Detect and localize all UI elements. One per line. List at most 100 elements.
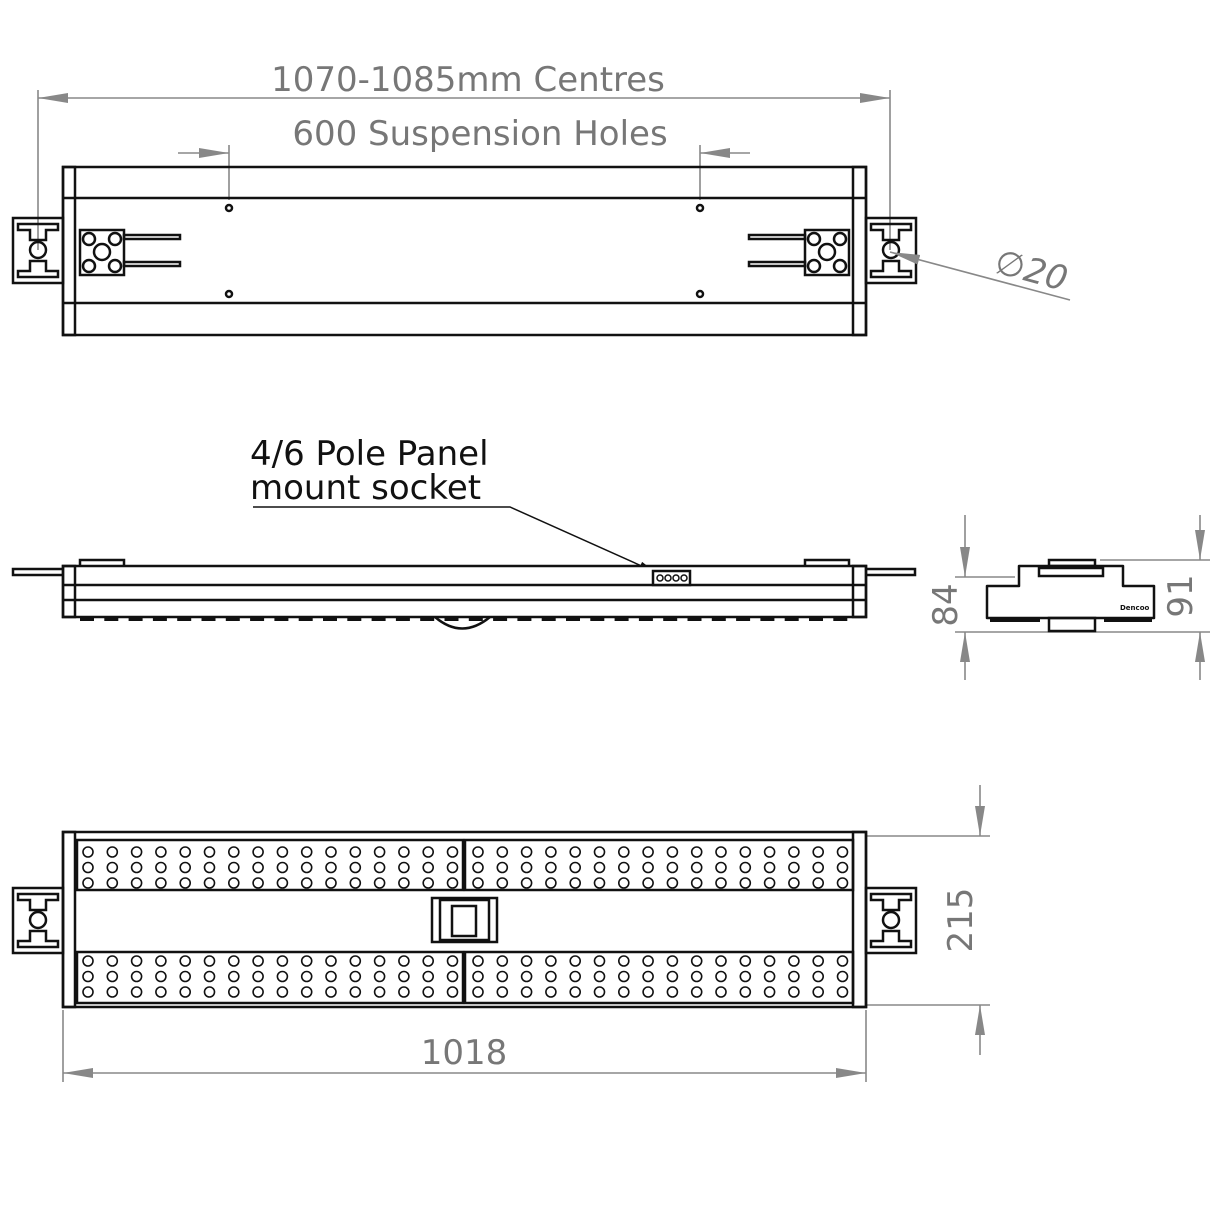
- led: [228, 877, 240, 889]
- led-bump: [128, 617, 143, 621]
- led-bump: [638, 617, 653, 621]
- led: [349, 877, 362, 889]
- led: [593, 955, 606, 967]
- led: [569, 846, 582, 858]
- led-bump: [104, 617, 119, 621]
- led: [325, 861, 337, 874]
- led-bump: [298, 617, 313, 621]
- led: [472, 955, 484, 967]
- led: [812, 846, 825, 858]
- led: [763, 970, 776, 983]
- led: [569, 970, 582, 983]
- led-bump: [663, 617, 678, 621]
- led: [496, 955, 509, 967]
- led-bump: [250, 617, 265, 621]
- mounting-bracket-left-bottom: [11, 886, 65, 955]
- top-view: 1070-1085mm Centres 600 Suspension Holes…: [11, 60, 1072, 337]
- led-bump: [784, 617, 799, 621]
- led: [763, 877, 776, 889]
- led: [496, 970, 509, 983]
- led: [252, 861, 264, 874]
- bottom-view: 215 1018: [11, 785, 990, 1082]
- socket-leader-line: [253, 506, 656, 573]
- led: [349, 970, 362, 983]
- led-bump: [711, 617, 726, 621]
- led-bump: [323, 617, 337, 621]
- led-bump: [395, 617, 410, 621]
- led: [690, 846, 703, 858]
- led: [739, 846, 752, 858]
- led: [373, 877, 386, 889]
- led: [349, 955, 362, 967]
- led: [836, 986, 849, 998]
- led: [496, 846, 509, 858]
- led: [788, 970, 800, 983]
- led-bump: [80, 617, 94, 621]
- led-bump: [201, 617, 216, 621]
- led: [82, 970, 94, 983]
- led: [130, 861, 143, 874]
- led: [520, 861, 533, 874]
- led: [398, 861, 410, 874]
- led: [788, 955, 800, 967]
- led-bump: [493, 617, 508, 621]
- led: [545, 970, 557, 983]
- led: [276, 877, 289, 889]
- led: [179, 986, 191, 998]
- led: [836, 861, 849, 874]
- led: [545, 877, 557, 889]
- led: [763, 955, 776, 967]
- led: [398, 846, 410, 858]
- led: [812, 861, 825, 874]
- led: [642, 846, 654, 858]
- led: [300, 861, 313, 874]
- suspension-holes: [224, 203, 705, 299]
- led-bump: [371, 617, 386, 621]
- led: [82, 846, 94, 858]
- led: [836, 846, 849, 858]
- led: [252, 970, 264, 983]
- led: [496, 877, 509, 889]
- mounting-bracket-right-bottom: [864, 886, 918, 955]
- led: [836, 970, 849, 983]
- led: [203, 877, 216, 889]
- led: [155, 986, 167, 998]
- led: [715, 970, 727, 983]
- led: [373, 861, 386, 874]
- led-panel: [75, 838, 465, 892]
- end-cap-left: [61, 165, 77, 337]
- diameter-leader: [889, 251, 1071, 301]
- led: [325, 970, 337, 983]
- led: [739, 877, 752, 889]
- led-bump: [809, 617, 823, 621]
- led: [276, 955, 289, 967]
- led: [82, 877, 94, 889]
- end-profile: [985, 564, 1156, 620]
- led: [398, 955, 410, 967]
- led: [398, 986, 410, 998]
- led: [349, 861, 362, 874]
- led-bump: [566, 617, 580, 621]
- led: [228, 955, 240, 967]
- led: [422, 986, 435, 998]
- led: [666, 955, 679, 967]
- led: [155, 970, 167, 983]
- end-cap-right: [851, 165, 868, 337]
- led: [666, 861, 679, 874]
- led: [812, 955, 825, 967]
- led: [446, 970, 459, 983]
- led-bump: [760, 617, 775, 621]
- led: [472, 846, 484, 858]
- led: [130, 877, 143, 889]
- led: [179, 861, 191, 874]
- led: [106, 877, 119, 889]
- led-bump: [541, 617, 556, 621]
- led: [690, 955, 703, 967]
- led-bump: [225, 617, 240, 621]
- led: [472, 986, 484, 998]
- led: [276, 986, 289, 998]
- led: [715, 955, 727, 967]
- led: [715, 861, 727, 874]
- led: [276, 861, 289, 874]
